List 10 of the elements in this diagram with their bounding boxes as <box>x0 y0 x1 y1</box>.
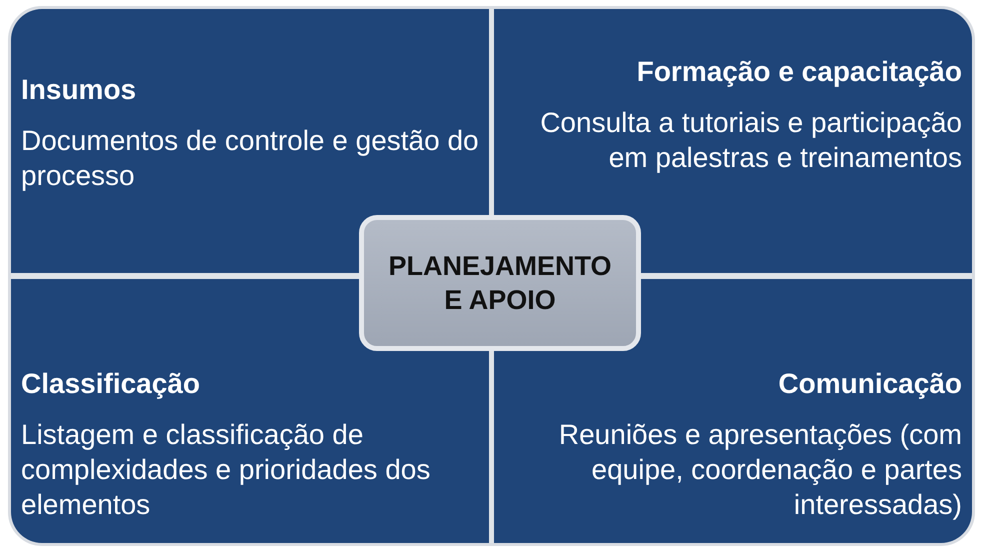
quadrant-heading: Comunicação <box>777 367 962 401</box>
quadrant-heading: Formação e capacitação <box>636 55 962 89</box>
center-title: PLANEJAMENTO E APOIO <box>388 250 612 317</box>
center-box <box>359 215 641 351</box>
quadrant-heading: Classificação <box>21 367 201 401</box>
quadrant-description: Reuniões e apresentações (com equipe, coordenação e partes interessadas) <box>558 418 962 522</box>
quadrant-description: Documentos de controle e gestão do processo <box>21 124 479 193</box>
quadrant-description: Listagem e classificação de complexidades e prioridades dos elementos <box>21 418 432 522</box>
quadrant-description: Consulta a tutoriais e participação em palestras e treinamentos <box>539 106 962 175</box>
quadrant-heading: Insumos <box>21 73 138 107</box>
